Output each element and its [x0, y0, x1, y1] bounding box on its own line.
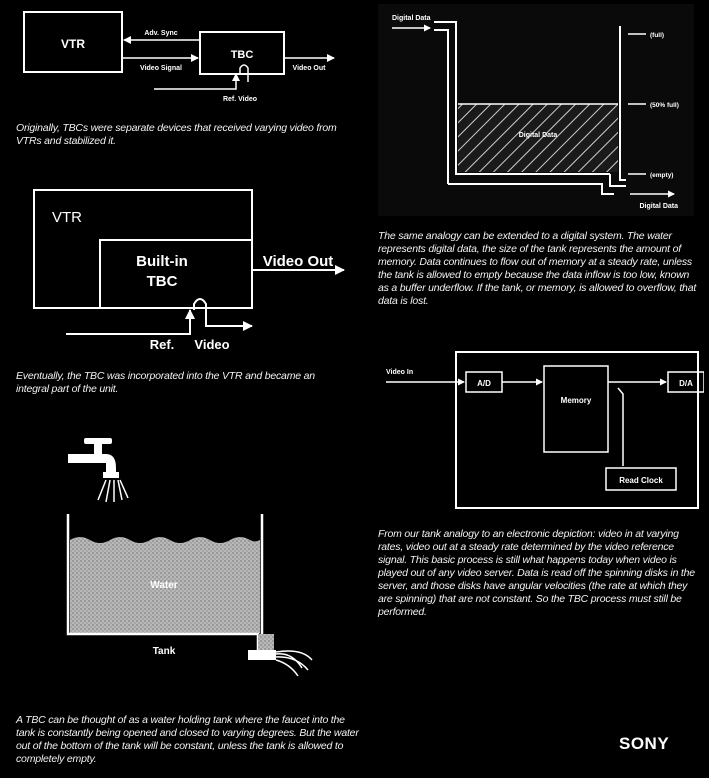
builtin-label-1: Built-in [136, 253, 188, 270]
diagram-builtin-tbc-svg: VTR Built-in TBC Video Out Ref. Video [33, 189, 345, 352]
faucet-handle [84, 438, 112, 444]
adv-sync-label: Adv. Sync [144, 30, 177, 37]
diagram-memory-block-svg: Video In A/D Memory D/A Read Clock [386, 351, 704, 509]
tbc-label: TBC [231, 49, 254, 61]
diagram-separate-tbc-svg: VTR TBC Adv. Sync Video Signal Video Out… [23, 11, 335, 103]
da-box [667, 371, 704, 393]
video-signal-label: Video Signal [140, 65, 182, 72]
diagram-water-tank: Water Tank [40, 428, 340, 688]
faucet-spray [97, 479, 129, 503]
ad-label: A/D [477, 379, 491, 388]
diagram-builtin-tbc: VTR Built-in TBC Video Out Ref. Video [14, 186, 354, 356]
tbc-box [199, 31, 285, 75]
builtin-tbc-box [99, 239, 253, 309]
outlet-stream [275, 650, 313, 677]
builtin-video-label: Video [194, 337, 229, 352]
builtin-video-out-label: Video Out [263, 253, 334, 270]
digital-tank-bottom [448, 183, 614, 195]
faucet-nozzle [103, 472, 119, 478]
outlet-water [258, 634, 274, 654]
diagram-memory-block: Video In A/D Memory D/A Read Clock [378, 346, 704, 516]
water-body [70, 537, 260, 633]
empty-label: (empty) [650, 172, 673, 179]
digital-data-in-label: Digital Data [392, 15, 431, 22]
vtr-outer-label: VTR [52, 209, 82, 226]
video-out-label: Video Out [293, 65, 327, 72]
da-label: D/A [679, 379, 693, 388]
caption-builtin-tbc: Eventually, the TBC was incorporated int… [16, 370, 315, 395]
caption-memory-block: From our tank analogy to an electronic d… [378, 528, 695, 618]
diagram-separate-tbc: VTR TBC Adv. Sync Video Signal Video Out… [14, 4, 344, 114]
digital-data-fill [458, 104, 618, 172]
outlet-nozzle [248, 650, 276, 660]
faucet-spout [106, 454, 116, 472]
memory-box [543, 365, 609, 453]
digital-tank-left-wall [434, 29, 449, 184]
digital-tank-right-wall [619, 26, 626, 181]
tank-label: Tank [153, 646, 176, 657]
ref-video-label: Ref. Video [223, 96, 257, 103]
video-in-label: Video In [386, 369, 413, 376]
read-clock-line [617, 387, 624, 466]
server-outline [455, 351, 699, 509]
caption-separate-tbc: Originally, TBCs were separate devices t… [16, 122, 337, 147]
digital-data-out-label: Digital Data [639, 203, 678, 210]
builtin-ref-label: Ref. [150, 337, 175, 352]
water-label: Water [150, 580, 178, 591]
faucet-handle-stem [94, 444, 102, 456]
read-clock-label: Read Clock [619, 476, 663, 485]
caption-digital-tank: The same analogy can be extended to a di… [378, 230, 697, 307]
builtin-ref-line [66, 309, 195, 335]
read-clock-box [605, 467, 677, 491]
ref-video-line [154, 73, 240, 90]
memory-label: Memory [561, 396, 592, 405]
half-label: (50% full) [650, 102, 679, 109]
ref-video-hook [239, 64, 249, 82]
digital-tank-inner-left [455, 34, 610, 175]
full-label: (full) [650, 32, 664, 39]
builtin-video-hook [193, 298, 253, 331]
caption-water-tank: A TBC can be thought of as a water holdi… [16, 714, 359, 765]
digital-outlet [609, 174, 626, 187]
vtr-outer-box [33, 189, 253, 309]
diagram-digital-tank-svg: Digital Data (full) (50% full) (empty) D… [378, 4, 694, 216]
vtr-box [23, 11, 123, 73]
faucet-pipe [68, 454, 106, 463]
diagram-digital-tank: Digital Data (full) (50% full) (empty) D… [378, 4, 694, 216]
sony-logo: SONY [619, 734, 670, 753]
digital-data-center-label: Digital Data [519, 132, 558, 139]
builtin-label-2: TBC [147, 273, 178, 290]
vtr-label: VTR [61, 37, 85, 51]
diagram-water-tank-svg: Water Tank [66, 438, 313, 677]
